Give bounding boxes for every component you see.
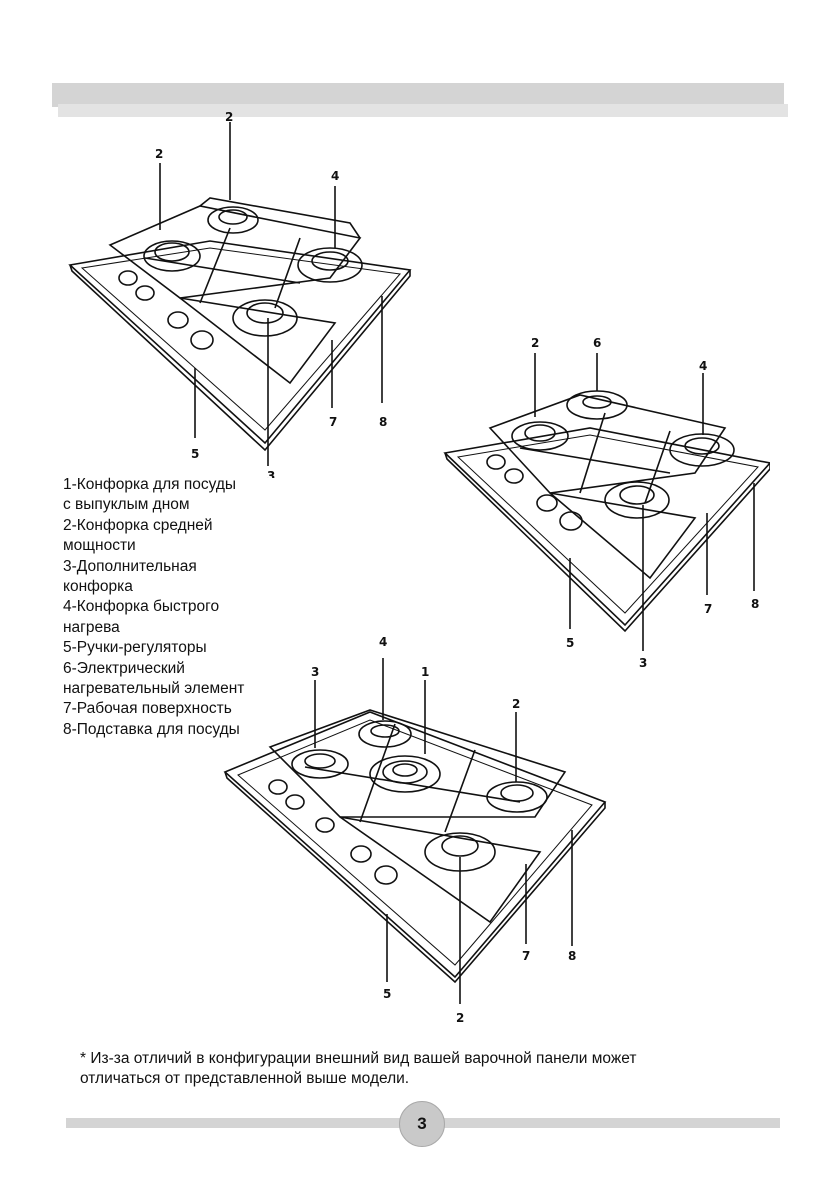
hob-figure-a: 2 2 4 7 8 5 3	[60, 108, 420, 478]
callout-label: 2	[225, 110, 233, 124]
callout-label: 8	[568, 949, 576, 963]
callout-label: 1	[421, 665, 429, 679]
callout-label: 8	[379, 415, 387, 429]
hob-figure-c: 3 4 1 2 7 8 5 2	[220, 632, 620, 1027]
callout-label: 2	[531, 336, 539, 350]
callout-label: 7	[329, 415, 337, 429]
header-bar-shadow	[58, 104, 788, 117]
callout-label: 4	[379, 635, 387, 649]
legend-line: 4-Конфорка быстрого	[63, 598, 220, 616]
legend-line: 6-Электрический	[63, 659, 185, 677]
callout-label: 2	[456, 1011, 464, 1025]
legend-line: 2-Конфорка средней	[63, 516, 213, 534]
header-bar	[52, 83, 784, 107]
footnote-line-1: * Из-за отличий в конфигурации внешний в…	[80, 1050, 637, 1067]
legend-line: нагрева	[63, 618, 120, 636]
legend-line: 7-Рабочая поверхность	[63, 700, 232, 718]
callout-label: 2	[155, 147, 163, 161]
legend-line: нагревательный элемент	[63, 680, 245, 698]
legend-line: с выпуклым дном	[63, 496, 190, 514]
legend-line: мощности	[63, 537, 136, 555]
callout-label: 8	[751, 597, 759, 611]
callout-label: 3	[639, 656, 647, 670]
callout-label: 5	[191, 447, 199, 461]
callout-label: 5	[383, 987, 391, 1001]
callout-label: 3	[311, 665, 319, 679]
hob-figure-b: 2 6 4 8 7 5 3	[440, 333, 770, 673]
callout-label: 6	[593, 336, 601, 350]
callout-label: 2	[512, 697, 520, 711]
callout-label: 3	[267, 469, 275, 478]
legend: 1-Конфорка для посуды с выпуклым дном 2-…	[63, 475, 323, 740]
hob-drawing-a: 2 2 4 7 8 5 3	[68, 110, 412, 478]
callout-label: 5	[566, 636, 574, 650]
legend-line: конфорка	[63, 578, 133, 596]
legend-line: 1-Конфорка для посуды	[63, 476, 237, 493]
legend-line: 3-Дополнительная	[63, 557, 197, 575]
callout-label: 4	[699, 359, 707, 373]
callout-label: 7	[704, 602, 712, 616]
hob-drawing-c: 3 4 1 2 7 8 5 2	[223, 635, 607, 1025]
hob-drawing-b: 2 6 4 8 7 5 3	[443, 336, 770, 670]
footnote: * Из-за отличий в конфигурации внешний в…	[80, 1049, 780, 1089]
callout-label: 4	[331, 169, 339, 183]
footnote-line-2: отличаться от представленной выше модели…	[80, 1070, 410, 1087]
legend-line: 5-Ручки-регуляторы	[63, 639, 207, 657]
legend-line: 8-Подставка для посуды	[63, 720, 240, 738]
callout-label: 7	[522, 949, 530, 963]
page-number-badge: 3	[399, 1101, 445, 1147]
